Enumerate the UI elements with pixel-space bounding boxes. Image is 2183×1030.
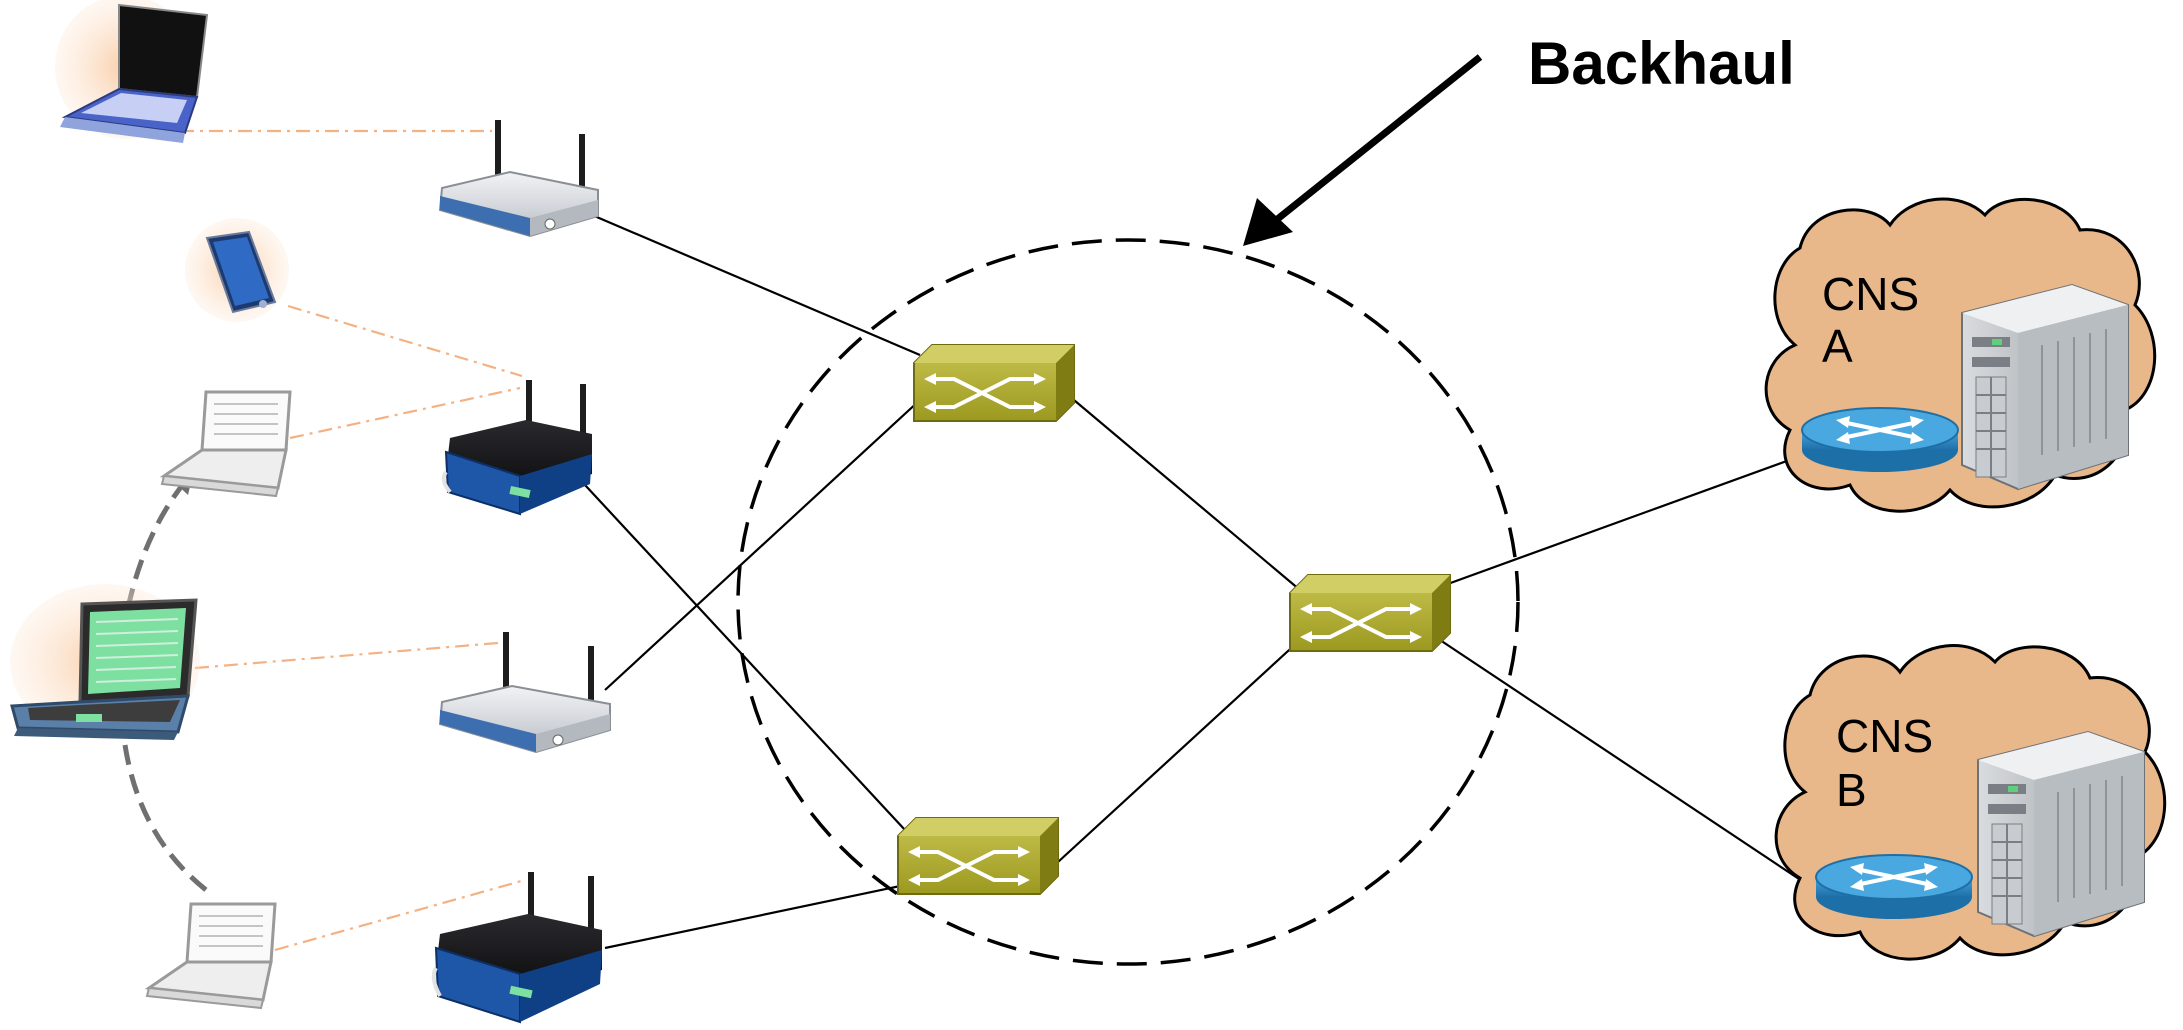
backhaul-pointer-arrow bbox=[1243, 54, 1483, 246]
wireless-router-icon bbox=[431, 872, 602, 1024]
laptop-icon bbox=[10, 584, 200, 740]
network-switch-icon bbox=[1289, 574, 1451, 652]
link-switch1-switch2 bbox=[1067, 394, 1301, 591]
cns-b-label-line1: CNS bbox=[1836, 710, 1933, 762]
link-switch3-switch2 bbox=[1057, 639, 1301, 863]
backhaul-label: Backhaul bbox=[1528, 30, 1795, 97]
wireless-access-point-icon bbox=[438, 632, 611, 754]
wireless-links bbox=[180, 129, 526, 952]
wireless-router-icon bbox=[441, 380, 592, 516]
smartphone-icon bbox=[185, 218, 289, 322]
network-switch-icon bbox=[913, 344, 1075, 422]
mobility-arrow-icon bbox=[125, 476, 190, 609]
cns-a-label-line1: CNS bbox=[1822, 268, 1919, 320]
cns-b-cloud: CNS B bbox=[1774, 644, 2167, 961]
server-icon bbox=[1961, 283, 2129, 491]
cns-b-label-line2: B bbox=[1836, 764, 1867, 816]
router-icon bbox=[1801, 407, 1959, 472]
wired-links bbox=[584, 210, 1809, 950]
laptop-icon bbox=[55, 0, 209, 143]
cns-a-label-line2: A bbox=[1822, 320, 1853, 372]
laptop-icon bbox=[144, 902, 277, 1010]
backhaul-boundary bbox=[736, 238, 1520, 966]
wireless-access-point-icon bbox=[438, 120, 599, 238]
router-icon bbox=[1815, 854, 1973, 919]
link-router4-switch3 bbox=[604, 883, 906, 950]
wireless-laptop2-router2 bbox=[289, 386, 521, 440]
link-ap3-switch1 bbox=[604, 399, 921, 691]
link-switch2-cns-b bbox=[1439, 639, 1809, 886]
laptop-icon bbox=[159, 390, 292, 498]
link-ap1-switch1 bbox=[584, 210, 921, 357]
mobility-arrow-lower bbox=[122, 744, 212, 895]
wireless-laptop3-ap3 bbox=[194, 641, 499, 670]
server-icon bbox=[1977, 730, 2145, 938]
network-switch-icon bbox=[897, 817, 1059, 895]
wireless-phone-router2 bbox=[287, 304, 523, 378]
cns-a-cloud: CNS A bbox=[1764, 197, 2157, 513]
wireless-laptop4-router4 bbox=[274, 878, 526, 952]
link-switch2-cns-a bbox=[1444, 456, 1796, 587]
link-router2-switch3 bbox=[584, 484, 906, 831]
